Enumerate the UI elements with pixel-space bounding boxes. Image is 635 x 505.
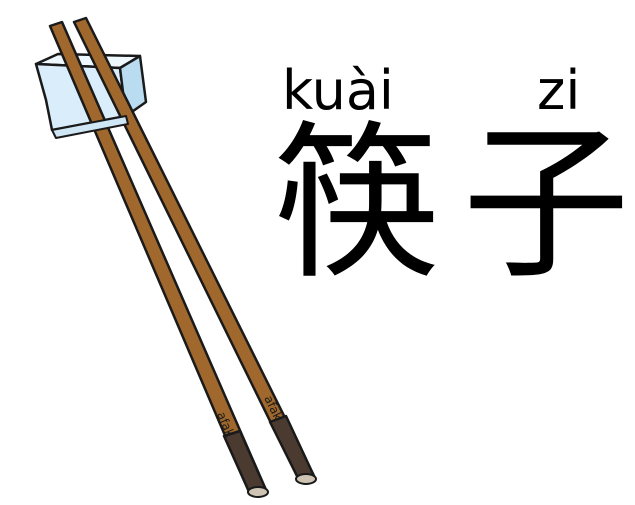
- pinyin-zi: zi: [537, 59, 581, 122]
- hanzi-zi: 子: [462, 106, 630, 302]
- chopsticks-icon: afak afak: [48, 16, 317, 498]
- hanzi-kuai: 筷: [272, 106, 440, 302]
- pinyin-kuai: kuài: [282, 59, 394, 122]
